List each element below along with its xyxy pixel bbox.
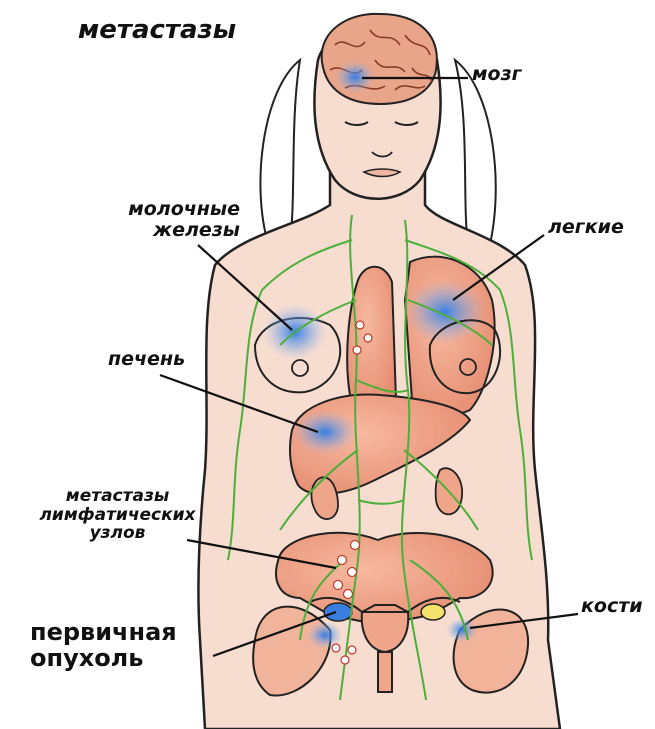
label-liver: печень <box>108 349 185 370</box>
label-lymph-line2: лимфатических <box>30 506 205 525</box>
label-breasts: молочные железы <box>110 199 240 241</box>
brain <box>322 14 437 104</box>
label-bones: кости <box>581 596 643 617</box>
label-breasts-line2: железы <box>110 220 240 241</box>
label-lymph-nodes: метастазы лимфатических узлов <box>30 487 205 543</box>
label-primary-tumor: первичная опухоль <box>30 619 177 672</box>
label-primary-line2: опухоль <box>30 645 177 671</box>
label-lymph-line3: узлов <box>30 524 205 543</box>
label-breasts-line1: молочные <box>110 199 240 220</box>
label-lymph-line1: метастазы <box>30 487 205 506</box>
head <box>314 14 440 199</box>
label-lungs: легкие <box>548 217 624 238</box>
label-primary-line1: первичная <box>30 619 177 645</box>
label-brain: мозг <box>472 64 522 85</box>
diagram-title: метастазы <box>78 16 236 45</box>
